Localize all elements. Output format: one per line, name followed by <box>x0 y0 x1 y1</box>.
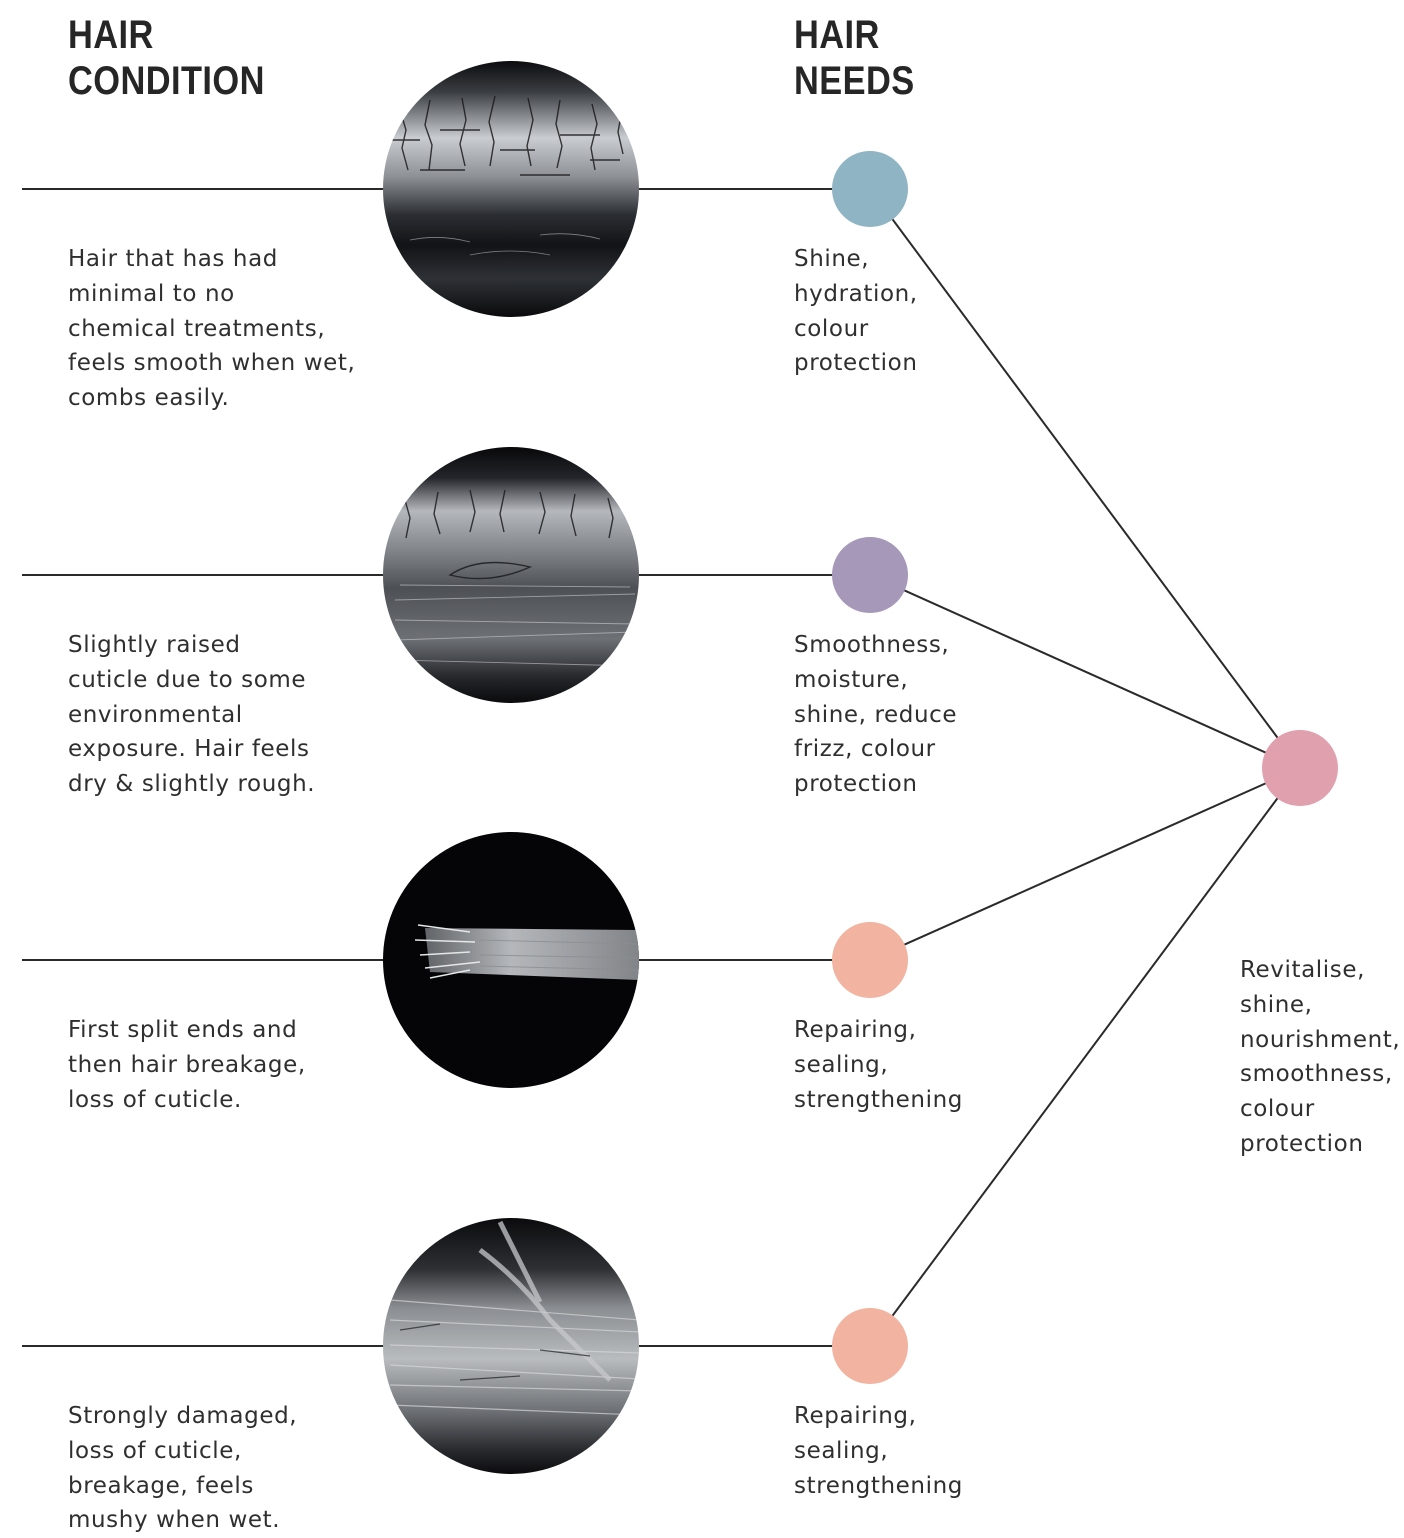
hair-condition-heading-line2: CONDITION <box>68 59 265 103</box>
result-text: Revitalise, shine, nourishment, smoothne… <box>1240 957 1401 1157</box>
hair-image-raised-cuticle <box>383 447 639 703</box>
needs-text-1: Shine, hydration, colour protection <box>794 246 918 377</box>
hair-needs-heading: HAIR NEEDS <box>794 12 915 104</box>
hair-needs-heading-line1: HAIR <box>794 13 880 57</box>
needs-text-3: Repairing, sealing, strengthening <box>794 1017 963 1113</box>
condition-text-4: Strongly damaged, loss of cuticle, break… <box>68 1403 298 1534</box>
condition-text-3: First split ends and then hair breakage,… <box>68 1017 306 1113</box>
hair-image-intact-cuticle <box>383 61 639 317</box>
needs-dot-4 <box>832 1308 908 1384</box>
converge-line-1 <box>869 188 1301 769</box>
hair-image-damaged-fiber <box>383 1218 639 1474</box>
needs-dot-2 <box>832 537 908 613</box>
result-dot <box>1262 730 1338 806</box>
condition-text-1: Hair that has had minimal to no chemical… <box>68 246 356 412</box>
converge-line-4 <box>869 767 1301 1347</box>
needs-dot-3 <box>832 922 908 998</box>
hair-image-split-end <box>383 832 639 1088</box>
hair-condition-heading: HAIR CONDITION <box>68 12 265 104</box>
needs-dot-1 <box>832 151 908 227</box>
needs-dots <box>832 151 1338 1384</box>
converge-line-3 <box>869 767 1301 961</box>
condition-text-2: Slightly raised cuticle due to some envi… <box>68 632 316 798</box>
converge-line-2 <box>869 574 1301 769</box>
needs-text-2: Smoothness, moisture, shine, reduce friz… <box>794 632 958 798</box>
needs-text-4: Repairing, sealing, strengthening <box>794 1403 963 1499</box>
hair-condition-heading-line1: HAIR <box>68 13 154 57</box>
hair-needs-heading-line2: NEEDS <box>794 59 915 103</box>
